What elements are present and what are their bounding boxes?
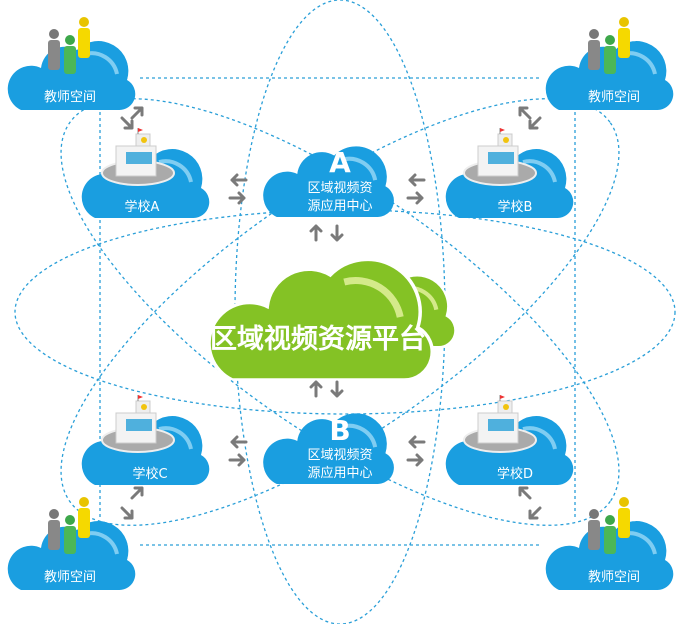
orbit-horizontal — [14, 209, 676, 415]
arrow-teacher-school-d-icon — [518, 486, 542, 520]
school-a-cloud: 学校A — [82, 128, 210, 218]
center-a-letter: A — [329, 146, 351, 179]
arrow-school-c-center-b-icon — [228, 435, 248, 467]
school-d-cloud: 学校D — [446, 395, 574, 485]
arrow-teacher-school-a-icon — [120, 106, 144, 130]
teacher-space-label: 教师空间 — [588, 569, 640, 585]
orbit-diagonal-2 — [60, 98, 620, 526]
arrow-teacher-school-b-icon — [518, 106, 542, 130]
teacher-space-label: 教师空间 — [44, 569, 96, 585]
teacher-space-tr: 教师空间 — [546, 17, 674, 110]
center-b-cloud: B 区域视频资 源应用中心 — [263, 413, 394, 484]
school-c-label: 学校C — [132, 466, 167, 482]
center-a-cloud: A 区域视频资 源应用中心 — [263, 146, 394, 217]
center-b-line2: 源应用中心 — [307, 465, 372, 481]
teacher-space-label: 教师空间 — [588, 89, 640, 105]
arrow-school-a-center-a-icon — [228, 173, 248, 205]
outer-frame — [99, 77, 576, 546]
arrow-platform-center-b-icon — [309, 380, 344, 398]
arrow-center-b-school-d-icon — [406, 435, 426, 467]
center-a-line1: 区域视频资 — [307, 181, 372, 196]
school-b-cloud: 学校B — [446, 128, 574, 218]
platform-cloud: 区域视频资源平台 — [209, 259, 455, 380]
arrow-teacher-school-c-icon — [120, 486, 144, 520]
teacher-space-tl: 教师空间 — [8, 17, 136, 110]
center-a-line2: 源应用中心 — [307, 198, 372, 214]
arrow-center-a-platform-icon — [309, 224, 344, 242]
teacher-space-bl: 教师空间 — [8, 497, 136, 590]
center-b-line1: 区域视频资 — [307, 448, 372, 463]
school-c-cloud: 学校C — [82, 395, 210, 485]
arrows — [120, 106, 542, 520]
school-b-label: 学校B — [498, 199, 533, 215]
teacher-space-br: 教师空间 — [546, 497, 674, 590]
teacher-space-label: 教师空间 — [44, 89, 96, 105]
platform-label: 区域视频资源平台 — [210, 323, 426, 355]
school-a-label: 学校A — [125, 199, 160, 215]
arrow-center-a-school-b-icon — [406, 173, 426, 205]
school-d-label: 学校D — [497, 466, 533, 482]
center-b-letter: B — [329, 414, 350, 447]
